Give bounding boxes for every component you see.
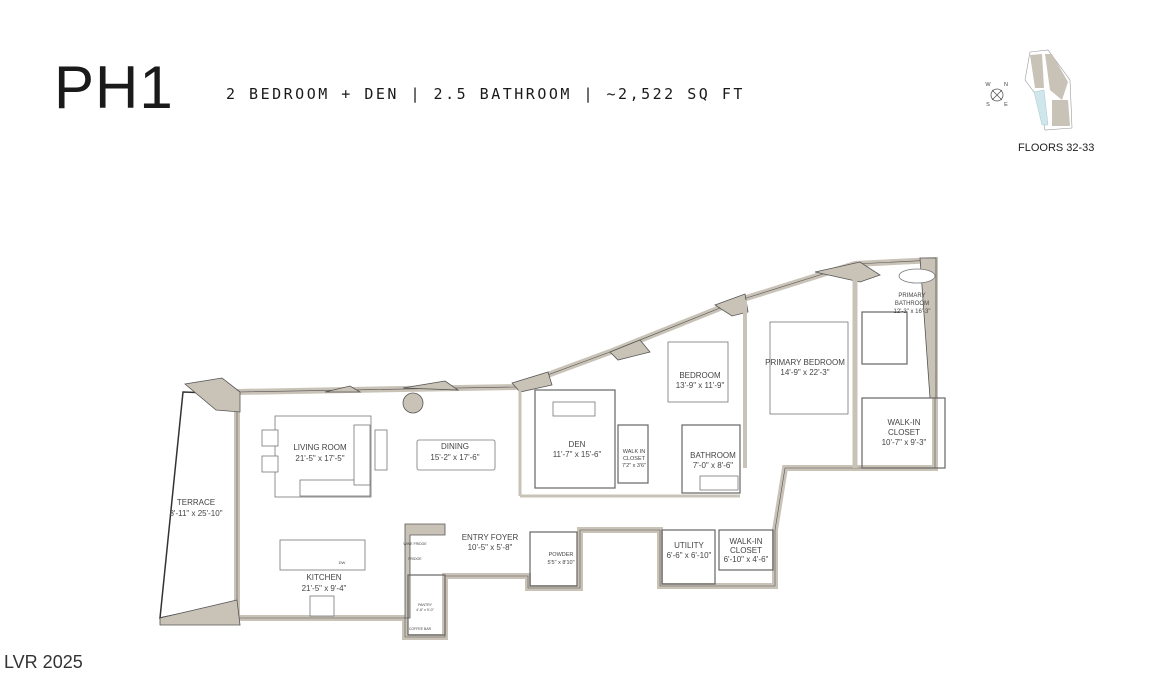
svg-text:13'-9" x 11'-9": 13'-9" x 11'-9" bbox=[676, 381, 725, 390]
svg-text:15'-2" x 17'-6": 15'-2" x 17'-6" bbox=[430, 453, 479, 462]
bathtub bbox=[898, 268, 936, 284]
bed bbox=[667, 341, 729, 403]
den-room bbox=[534, 389, 616, 489]
sofa bbox=[353, 424, 371, 486]
key-plan-unit bbox=[1030, 54, 1044, 88]
svg-text:PRIMARY BEDROOM: PRIMARY BEDROOM bbox=[765, 358, 845, 367]
svg-text:WALK-IN: WALK-IN bbox=[729, 537, 762, 546]
tub bbox=[699, 475, 739, 491]
kitchen-island bbox=[279, 539, 366, 571]
utility-room bbox=[661, 529, 716, 585]
svg-text:10'-7" x 9'-3": 10'-7" x 9'-3" bbox=[882, 438, 927, 447]
svg-text:W: W bbox=[985, 82, 991, 88]
svg-text:PRIMARY: PRIMARY bbox=[898, 293, 925, 299]
svg-text:BEDROOM: BEDROOM bbox=[679, 371, 721, 380]
svg-text:BATHROOM: BATHROOM bbox=[895, 301, 929, 307]
svg-text:COFFEE BAR: COFFEE BAR bbox=[409, 627, 432, 631]
svg-text:ENTRY FOYER: ENTRY FOYER bbox=[462, 533, 519, 542]
svg-text:6'-10" x 4'-6": 6'-10" x 4'-6" bbox=[724, 555, 769, 564]
svg-text:WINE FRIDGE: WINE FRIDGE bbox=[403, 542, 427, 546]
svg-text:12'-3" x 16'-3": 12'-3" x 16'-3" bbox=[894, 309, 931, 315]
svg-text:4'-6" x 9'-0": 4'-6" x 9'-0" bbox=[416, 608, 434, 612]
svg-text:WALK IN: WALK IN bbox=[623, 449, 645, 455]
unit-title: PH1 bbox=[54, 54, 174, 121]
sofa bbox=[299, 479, 371, 497]
key-plan-unit bbox=[1052, 100, 1070, 126]
svg-text:PANTRY: PANTRY bbox=[418, 603, 433, 607]
svg-text:CLOSET: CLOSET bbox=[623, 456, 646, 462]
bathroom-room bbox=[681, 424, 741, 494]
svg-text:6'-6" x 6'-10": 6'-6" x 6'-10" bbox=[667, 551, 712, 560]
column bbox=[402, 392, 424, 414]
key-plan-unit bbox=[1045, 54, 1068, 100]
svg-text:DW: DW bbox=[339, 560, 346, 565]
walk-in-closet-2-room bbox=[718, 529, 774, 571]
compass-icon: W N S E bbox=[985, 82, 1008, 108]
room-labels: TERRACE 8'-11" x 25'-10" LIVING ROOM 21'… bbox=[169, 293, 930, 631]
shower bbox=[861, 311, 908, 365]
floors-label: FLOORS 32-33 bbox=[1018, 142, 1095, 154]
pantry-room bbox=[407, 574, 446, 636]
svg-text:DEN: DEN bbox=[569, 440, 586, 449]
svg-text:14'-9" x 22'-3": 14'-9" x 22'-3" bbox=[780, 368, 829, 377]
svg-text:E: E bbox=[1004, 102, 1008, 108]
watermark: LVR 2025 bbox=[4, 652, 83, 672]
svg-text:8'-11" x 25'-10": 8'-11" x 25'-10" bbox=[169, 509, 222, 518]
svg-text:S: S bbox=[986, 102, 990, 108]
range bbox=[309, 595, 335, 617]
svg-text:KITCHEN: KITCHEN bbox=[306, 573, 341, 582]
svg-text:UTILITY: UTILITY bbox=[674, 541, 704, 550]
svg-text:LIVING ROOM: LIVING ROOM bbox=[293, 443, 347, 452]
console bbox=[374, 429, 388, 471]
primary-bed bbox=[769, 321, 849, 415]
svg-text:POWDER: POWDER bbox=[549, 552, 574, 558]
key-plan-highlight bbox=[1033, 89, 1049, 126]
svg-text:DINING: DINING bbox=[441, 442, 469, 451]
svg-text:WALK-IN: WALK-IN bbox=[887, 418, 920, 427]
svg-text:10'-5" x 5'-8": 10'-5" x 5'-8" bbox=[468, 543, 513, 552]
svg-text:7'-0" x 8'-6": 7'-0" x 8'-6" bbox=[693, 461, 733, 470]
svg-text:TERRACE: TERRACE bbox=[177, 498, 215, 507]
svg-text:BATHROOM: BATHROOM bbox=[690, 451, 736, 460]
armchair bbox=[261, 455, 279, 473]
svg-text:21'-5" x 9'-4": 21'-5" x 9'-4" bbox=[302, 584, 347, 593]
svg-text:CLOSET: CLOSET bbox=[888, 428, 920, 437]
svg-text:N: N bbox=[1004, 82, 1008, 88]
svg-text:FRIDGE: FRIDGE bbox=[408, 557, 422, 561]
svg-text:CLOSET: CLOSET bbox=[730, 546, 762, 555]
powder-room bbox=[529, 531, 578, 587]
armchair bbox=[261, 429, 279, 447]
svg-text:5'5" x 8'10": 5'5" x 8'10" bbox=[547, 560, 574, 566]
svg-text:11'-7" x 15'-6": 11'-7" x 15'-6" bbox=[553, 450, 602, 459]
walk-in-closet-room bbox=[617, 424, 649, 484]
svg-text:7'2" x 3'6": 7'2" x 3'6" bbox=[622, 463, 646, 469]
dining-table bbox=[416, 439, 496, 471]
svg-text:21'-5" x 17'-5": 21'-5" x 17'-5" bbox=[295, 454, 344, 463]
key-plan bbox=[1024, 49, 1073, 131]
unit-summary: 2 BEDROOM + DEN | 2.5 BATHROOM | ~2,522 … bbox=[226, 85, 745, 103]
primary-walk-in-closet-room bbox=[861, 397, 946, 469]
desk bbox=[552, 401, 596, 417]
